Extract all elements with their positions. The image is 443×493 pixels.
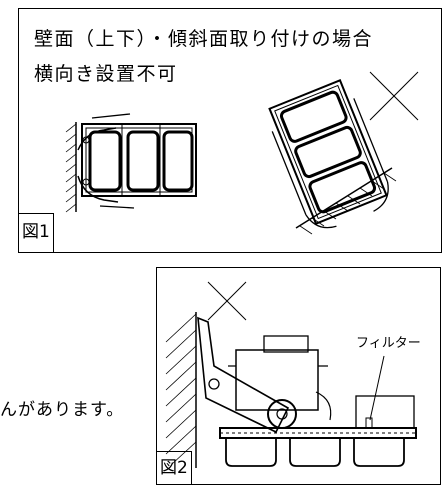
filter-label: フィルター (356, 336, 421, 351)
figure-1-label: 図1 (22, 222, 50, 242)
figure-1-panel (18, 8, 442, 253)
figure-1-label-box (18, 213, 54, 253)
figure-1-title: 壁面（上下）・傾斜面取り付けの場合 (34, 28, 374, 50)
figure-1-subtitle: 横向き設置不可 (34, 63, 178, 85)
figure-2-label: 図2 (160, 458, 188, 478)
figure-2-panel (156, 267, 441, 485)
figure-2-label-box (156, 451, 192, 485)
side-text: んがあります。 (0, 400, 125, 420)
